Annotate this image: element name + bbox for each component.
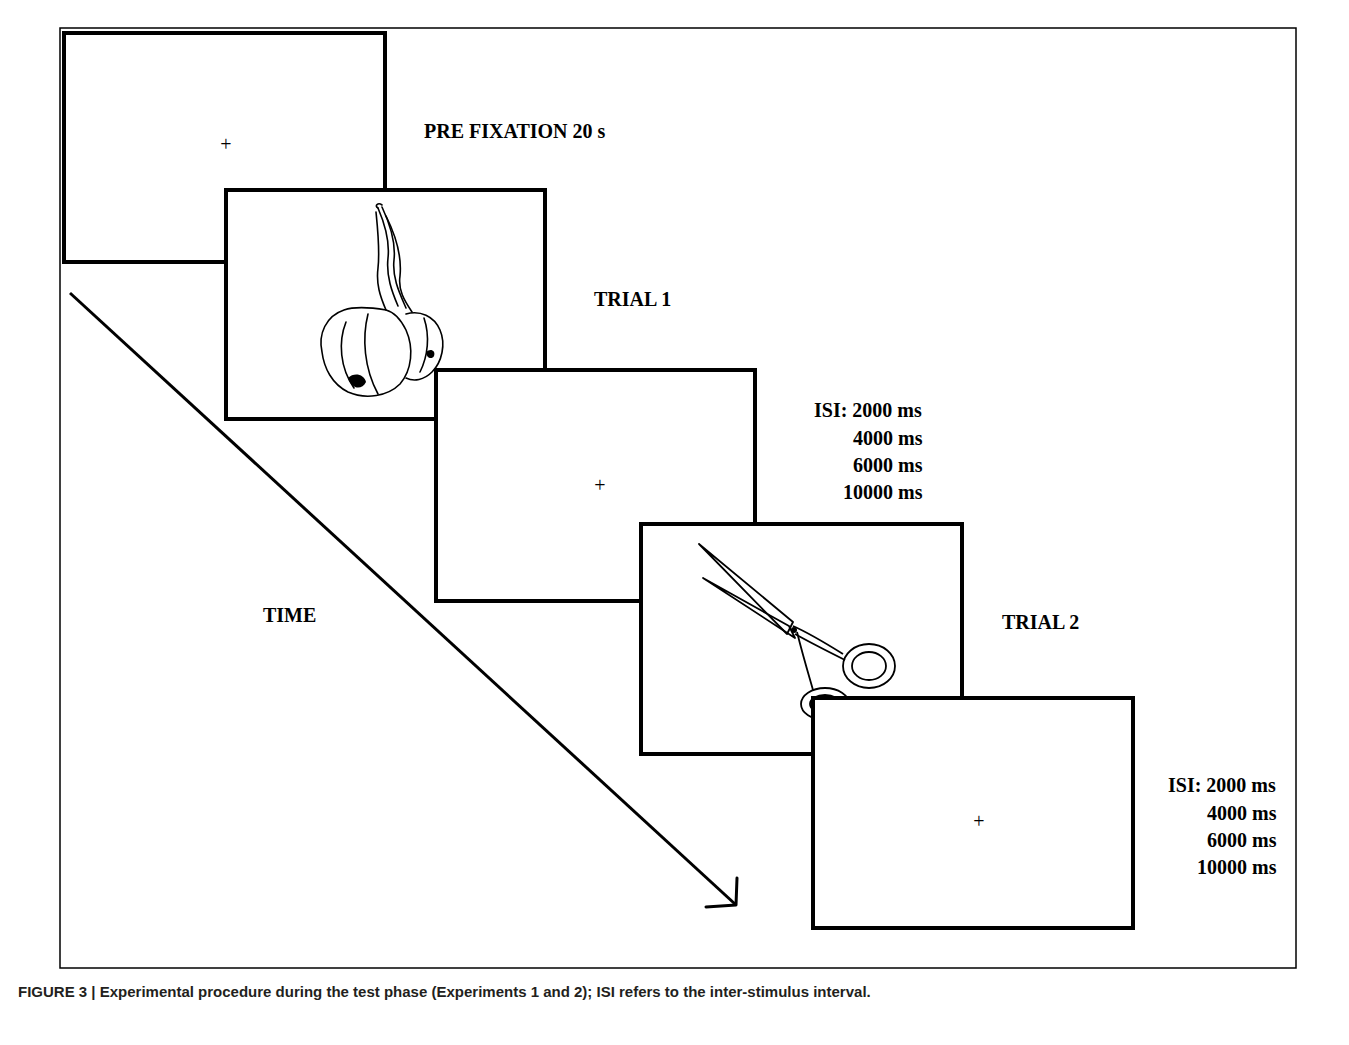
figure-caption: FIGURE 3 | Experimental procedure during…: [18, 982, 871, 1002]
phase-label: TRIAL 1: [594, 287, 671, 311]
phase-label: TRIAL 2: [1002, 610, 1079, 634]
isi-value: 6000 ms: [853, 453, 922, 477]
time-arrowhead: [706, 878, 737, 907]
isi-value: 4000 ms: [853, 426, 922, 450]
isi-value: 10000 ms: [1197, 855, 1276, 879]
fixation-cross: +: [220, 134, 231, 154]
axis-label: TIME: [263, 603, 316, 627]
fixation-frame: +: [811, 696, 1135, 930]
fixation-cross: +: [594, 475, 605, 495]
isi-value: ISI: 2000 ms: [814, 398, 922, 422]
isi-value: ISI: 2000 ms: [1168, 773, 1276, 797]
isi-value: 6000 ms: [1207, 828, 1276, 852]
isi-value: 10000 ms: [843, 480, 922, 504]
fixation-cross: +: [973, 811, 984, 831]
isi-value: 4000 ms: [1207, 801, 1276, 825]
phase-label: PRE FIXATION 20 s: [424, 119, 605, 143]
figure-frame: [60, 28, 1296, 968]
